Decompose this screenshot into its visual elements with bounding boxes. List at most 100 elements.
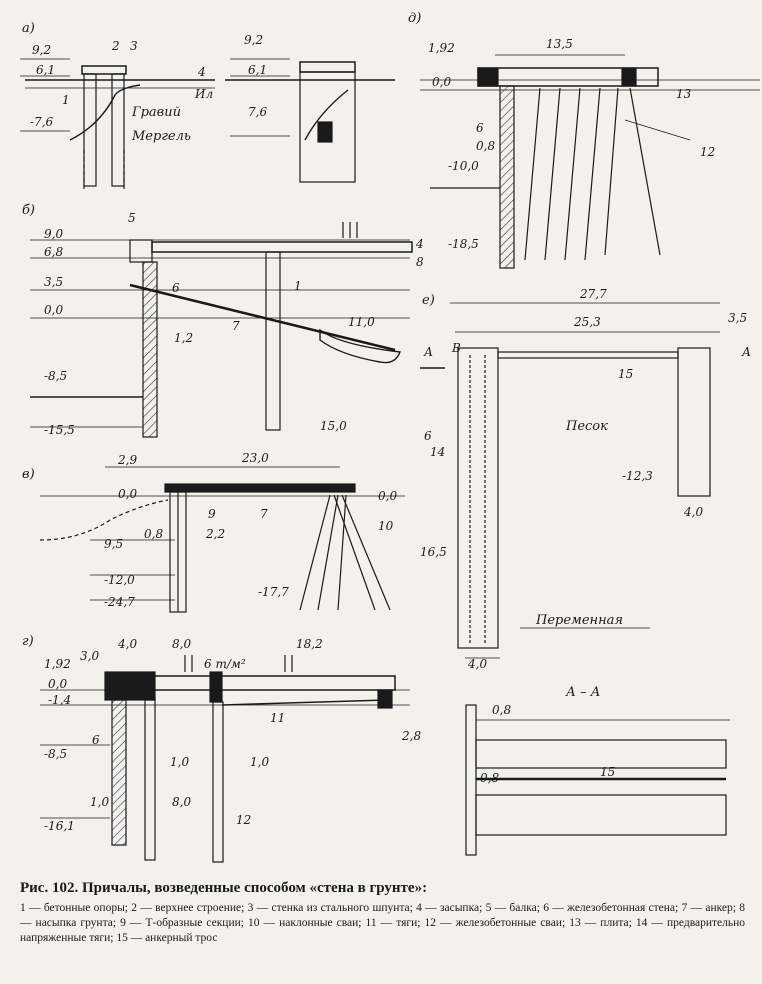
panel-b: [30, 222, 413, 438]
section-aa-labels: А – А 0,8 0,8 15: [480, 685, 615, 785]
level-label: -8,5: [44, 747, 67, 761]
callout-label: 7: [260, 507, 268, 521]
dimension-label: 27,7: [579, 287, 607, 301]
level-label: -24,7: [104, 595, 135, 609]
dimension-label: 8,0: [172, 795, 191, 809]
callout-label: В: [451, 341, 461, 355]
dimension-label: 1,0: [90, 795, 109, 809]
caption-title: Рис. 102. Причалы, возведенные способом …: [20, 880, 428, 896]
dimension-label: 8,0: [172, 637, 191, 651]
dimension-label: 3,0: [80, 649, 99, 663]
panel-e-labels: е) 27,7 25,3 3,5 4,0 4,0 -12,3 16,5 15 6…: [420, 287, 751, 671]
panel-v-letter: в): [22, 467, 35, 482]
callout-label: 6: [172, 281, 180, 295]
panel-d-labels: д) 1,92 0,0 -10,0 -18,5 13,5 0,8 13 6 12: [408, 11, 715, 251]
callout-label: 13: [676, 87, 692, 101]
callout-label: 12: [236, 813, 251, 827]
level-label: -1,4: [48, 693, 71, 707]
panel-g: [40, 655, 410, 863]
dimension-label: 0,8: [480, 771, 499, 785]
callout-label: 10: [378, 519, 394, 533]
level-label: 0,0: [44, 303, 63, 317]
level-label: -12,3: [622, 469, 653, 483]
callout-label: 2: [111, 39, 120, 53]
callout-label: 3: [130, 39, 138, 53]
dimension-label: 15,0: [320, 419, 347, 433]
callout-label: 1: [294, 279, 302, 293]
level-label: 1,92: [44, 657, 71, 671]
panel-g-letter: г): [22, 634, 34, 649]
dimension-label: 2,8: [401, 729, 421, 743]
panel-d-letter: д): [408, 11, 421, 26]
level-label: 9,2: [32, 43, 51, 57]
load-label: 6 т/м²: [204, 657, 246, 671]
dimension-label: 4,0: [117, 637, 137, 651]
callout-label: 6: [424, 429, 432, 443]
soil-label: Песок: [565, 419, 608, 434]
level-label: 7,6: [248, 105, 267, 119]
dimension-label: 0,8: [144, 527, 163, 541]
panel-b-letter: б): [22, 203, 35, 218]
level-label: 6,1: [248, 63, 267, 77]
figure-caption: Рис. 102. Причалы, возведенные способом …: [20, 880, 745, 946]
level-label: -16,1: [44, 819, 75, 833]
level-label: 0,0: [118, 487, 137, 501]
panel-d: [420, 54, 760, 269]
level-label: 9,5: [104, 537, 123, 551]
dimension-label: 3,5: [728, 311, 747, 325]
dimension-label: 25,3: [573, 315, 601, 329]
dimension-label: 2,2: [205, 527, 225, 541]
callout-label: 12: [700, 145, 715, 159]
callout-label: 15: [600, 765, 615, 779]
soil-label: Гравий: [131, 105, 181, 120]
dimension-label: 23,0: [241, 451, 269, 465]
level-label: -8,5: [44, 369, 67, 383]
callout-label: 1: [62, 93, 70, 107]
level-label: -7,6: [30, 115, 54, 129]
dimension-label: 4,0: [683, 505, 703, 519]
variable-label: Переменная: [535, 613, 623, 628]
level-label: -18,5: [448, 237, 479, 251]
dimension-label: 1,2: [174, 331, 193, 345]
panel-a-letter: а): [22, 21, 35, 36]
callout-label: 4: [197, 65, 206, 79]
panel-v-labels: в) 2,9 0,0 9,5 -12,0 -24,7 0,0 -17,7 23,…: [22, 451, 397, 609]
level-label: -17,7: [258, 585, 289, 599]
level-label: 16,5: [420, 545, 447, 559]
soil-label: Мергель: [131, 129, 191, 144]
level-label: 9,2: [244, 33, 263, 47]
level-label: 2,9: [117, 453, 137, 467]
dimension-label: 13,5: [546, 37, 573, 51]
dimension-label: 0,8: [492, 703, 511, 717]
callout-label: 14: [430, 445, 445, 459]
level-label: 0,0: [378, 489, 397, 503]
callout-label: 5: [128, 211, 136, 225]
level-label: -12,0: [104, 573, 135, 587]
callout-label: 9: [208, 507, 216, 521]
level-label: 3,5: [44, 275, 63, 289]
dimension-label: 1,0: [170, 755, 189, 769]
dimension-label: 18,2: [296, 637, 323, 651]
panel-a-labels: а) 9,2 6,1 -7,6 2 3 4 1 Ил Гравий Мергел…: [22, 21, 267, 144]
level-label: 6,8: [44, 245, 63, 259]
section-mark: А: [423, 345, 433, 359]
caption-legend: 1 — бетонные опоры; 2 — верхнее строение…: [20, 902, 745, 944]
panel-e: [420, 302, 720, 659]
panel-b-labels: б) 9,0 6,8 3,5 0,0 -8,5 -15,5 5 6 1 4 8 …: [22, 203, 424, 437]
dimension-label: 0,8: [476, 139, 495, 153]
panel-e-letter: е): [422, 293, 435, 308]
callout-label: 11: [270, 711, 285, 725]
panel-a: [20, 58, 395, 190]
level-label: 0,0: [48, 677, 67, 691]
level-label: -15,5: [44, 423, 75, 437]
panel-v: [39, 466, 405, 613]
panel-g-labels: г) 1,92 0,0 -1,4 -8,5 -16,1 4,0 8,0 18,2…: [22, 634, 421, 833]
dimension-label: 1,0: [250, 755, 269, 769]
dimension-label: 4,0: [467, 657, 487, 671]
level-label: 6,1: [36, 63, 55, 77]
level-label: 0,0: [432, 75, 451, 89]
callout-label: 6: [92, 733, 100, 747]
diagram-canvas: а) 9,2 6,1 -7,6 2 3 4 1 Ил Гравий Мергел…: [20, 11, 760, 863]
callout-label: 15: [618, 367, 633, 381]
callout-label: 8: [416, 255, 424, 269]
